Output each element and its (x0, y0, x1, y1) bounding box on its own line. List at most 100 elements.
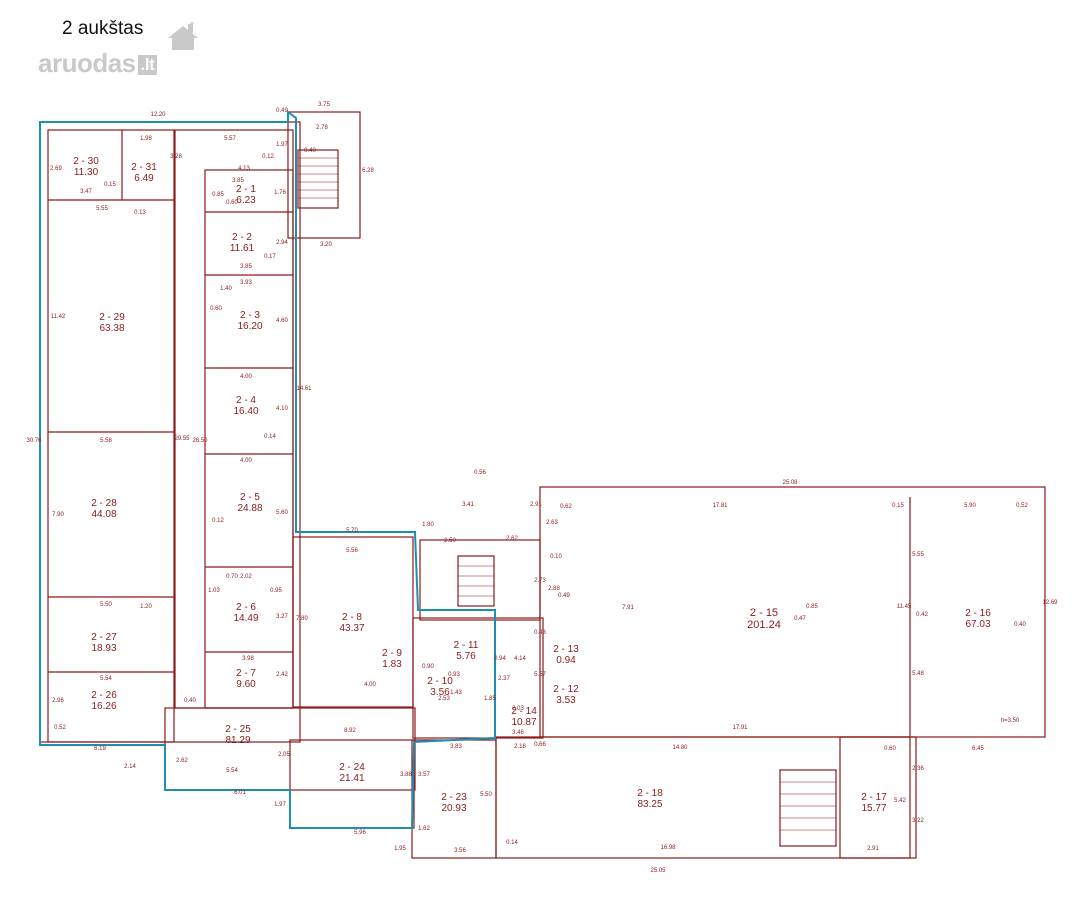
dimension-label: 2.02 (240, 574, 252, 580)
dimension-label: 2.88 (548, 586, 560, 592)
dimension-label: 0.14 (506, 840, 518, 846)
dimension-label: 2.62 (176, 758, 188, 764)
room-id-label: 2 - 7 (236, 668, 256, 679)
dimension-label: 25.08 (782, 480, 798, 486)
dimension-label: 0.95 (270, 588, 282, 594)
stair-2-block (419, 539, 541, 621)
dimension-label: 2.18 (514, 744, 526, 750)
dimension-label: 0.12 (262, 154, 274, 160)
dimension-label: 7.91 (622, 605, 634, 611)
dimension-label: 3.85 (232, 178, 244, 184)
dimension-label: 0.93 (448, 672, 460, 678)
room-area-label: 3.56 (430, 687, 450, 698)
dimension-label: 0.56 (474, 470, 486, 476)
dimension-label: 2.91 (530, 502, 542, 508)
room-2-18-walls (495, 736, 917, 859)
dimension-label: 3.98 (242, 656, 254, 662)
dimension-label: 0.43 (534, 630, 546, 636)
room-labels: 2 - 16.232 - 211.612 - 316.202 - 416.402… (73, 156, 991, 814)
room-id-label: 2 - 2 (232, 232, 252, 243)
room-area-label: 67.03 (965, 619, 990, 630)
dimension-label: 3.41 (462, 502, 474, 508)
dimension-label: 1.97 (274, 802, 286, 808)
dimension-label: 2.50 (444, 538, 456, 544)
room-area-label: 24.88 (237, 503, 262, 514)
dimension-label: 0.60 (884, 746, 896, 752)
dimension-label: 3.27 (276, 614, 288, 620)
room-id-label: 2 - 8 (342, 612, 362, 623)
dimension-label: 16.98 (660, 845, 676, 851)
dimension-label: 17.81 (712, 503, 728, 509)
room-id-label: 2 - 18 (637, 788, 663, 799)
room-id-label: 2 - 5 (240, 492, 260, 503)
dimension-label: 6.01 (234, 790, 246, 796)
dimension-label: 5.70 (346, 528, 358, 534)
stair-3 (779, 769, 837, 847)
west-rooms-block (47, 129, 175, 743)
aruodas-logo: aruodas.lt (38, 22, 198, 79)
room-id-label: 2 - 14 (511, 706, 537, 717)
room-id-label: 2 - 31 (131, 162, 157, 173)
room-id-label: 2 - 17 (861, 792, 887, 803)
room-2-24-walls (289, 739, 415, 829)
room-id-label: 2 - 10 (427, 676, 453, 687)
room-area-label: 6.23 (236, 195, 256, 206)
room-area-label: 44.08 (91, 509, 116, 520)
room-id-label: 2 - 11 (454, 640, 479, 651)
dimension-label: 5.96 (354, 830, 366, 836)
dimension-label: 2.69 (50, 166, 62, 172)
dimension-label: 5.55 (96, 206, 108, 212)
dimension-label: 4.00 (240, 458, 252, 464)
dimension-label: 5.54 (100, 676, 112, 682)
logo-text: aruodas (38, 48, 136, 78)
dimension-label: 1.97 (276, 142, 288, 148)
dimension-label: 4.10 (276, 406, 288, 412)
dimension-label: 26.50 (192, 438, 208, 444)
dimension-label: 1.98 (140, 136, 152, 142)
room-area-label: 18.93 (91, 643, 116, 654)
dimension-label: 14.61 (296, 386, 312, 392)
dimension-label: 0.40 (184, 698, 196, 704)
room-area-label: 5.76 (456, 651, 476, 662)
logo-tld: .lt (137, 55, 158, 75)
room-id-label: 2 - 3 (240, 310, 260, 321)
dimension-label: 1.85 (484, 696, 496, 702)
dimension-label: 2.36 (912, 766, 924, 772)
room-id-label: 2 - 4 (236, 395, 256, 406)
dimension-label: 6.19 (94, 746, 106, 752)
dimension-label: 0.15 (892, 503, 904, 509)
dimension-label: 2.62 (506, 536, 518, 542)
dimension-label: 1.03 (208, 588, 220, 594)
dimension-label: 12.69 (1042, 600, 1058, 606)
room-area-label: 11.30 (74, 167, 99, 178)
room-id-label: 2 - 23 (441, 792, 467, 803)
dimension-label: 5.55 (912, 552, 924, 558)
dimension-label: 0.12 (212, 518, 224, 524)
dimension-label: 4.14 (514, 656, 526, 662)
dimension-label: 0.15 (104, 182, 116, 188)
room-id-label: 2 - 25 (225, 724, 251, 735)
room-area-label: 15.77 (861, 803, 886, 814)
room-area-label: 16.20 (237, 321, 262, 332)
stair-2 (457, 555, 495, 607)
dimension-label: 1.95 (394, 846, 406, 852)
dimension-label: 2.63 (546, 520, 558, 526)
room-id-label: 2 - 6 (236, 602, 256, 613)
dimension-label: 5.50 (480, 792, 492, 798)
dimension-label: 4.00 (240, 374, 252, 380)
dimension-label: 7.80 (296, 616, 308, 622)
dimension-label: 5.48 (912, 671, 924, 677)
dimension-label: 0.40 (304, 148, 316, 154)
dimension-label: 0.13 (134, 210, 146, 216)
dimension-label: 7.90 (52, 512, 64, 518)
stair-1 (297, 149, 339, 209)
dimension-label: 3.20 (320, 242, 332, 248)
dimension-label: 1.40 (220, 286, 232, 292)
dimension-label: 3.88 (400, 772, 412, 778)
room-id-label: 2 - 26 (91, 690, 117, 701)
dimension-label: 0.52 (54, 725, 66, 731)
room-area-label: 20.93 (441, 803, 466, 814)
dimension-label: 1.20 (140, 604, 152, 610)
dimension-label: 12.20 (150, 112, 166, 118)
